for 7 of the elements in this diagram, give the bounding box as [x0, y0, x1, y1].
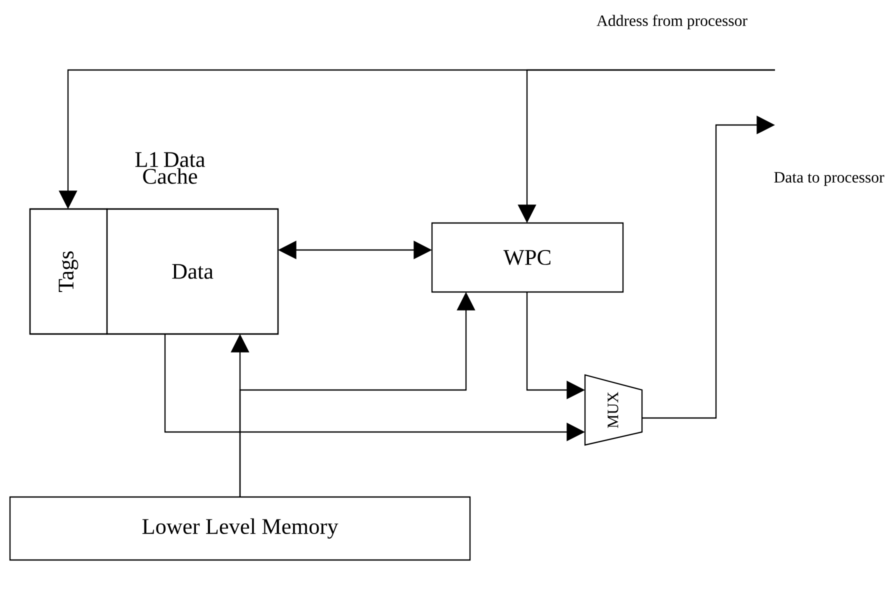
- block-box: WPC: [431, 222, 624, 293]
- signal-label: Data to processor: [774, 172, 884, 186]
- block-box: Data: [106, 208, 279, 335]
- tags-box: Tags: [29, 208, 108, 335]
- signal-label: Address from processor: [596, 14, 748, 30]
- block-box: Lower Level Memory: [9, 496, 471, 561]
- cache-heading: L1 Data Cache: [135, 152, 206, 184]
